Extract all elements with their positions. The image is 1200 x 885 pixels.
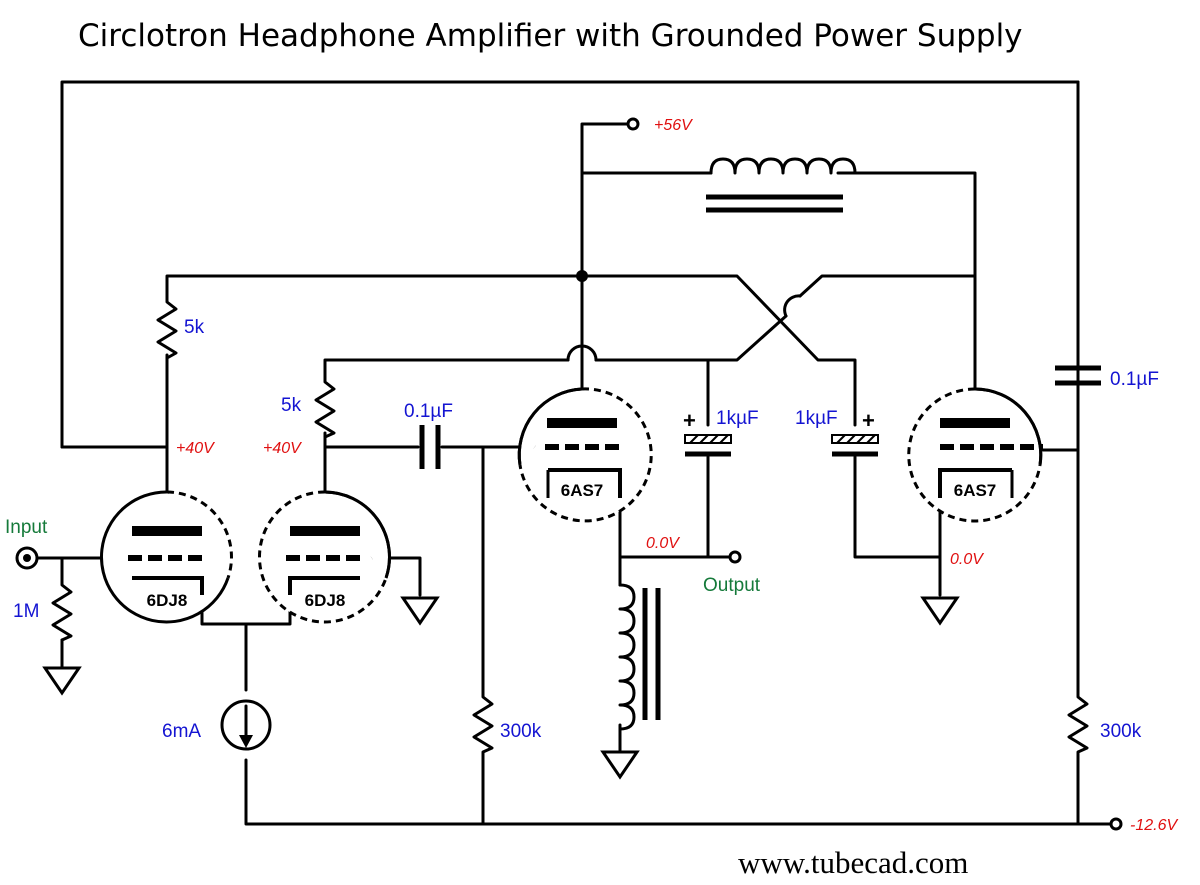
resistor-bias-right xyxy=(1067,688,1089,762)
voltage-plate-left: +40V xyxy=(176,440,215,457)
output-terminal xyxy=(728,550,742,564)
supply-pos-terminal xyxy=(626,117,640,131)
capacitor-right xyxy=(1055,80,1101,452)
current-source xyxy=(220,699,272,751)
label-c-bootstrap-right: 1kµF xyxy=(795,408,838,429)
supply-neg-terminal xyxy=(1109,817,1123,831)
tube-label-6dj8-left: 6DJ8 xyxy=(147,591,188,610)
voltage-cathode-right: 0.0V xyxy=(950,551,984,568)
voltage-plate-right: +40V xyxy=(263,440,302,457)
website-credit: www.tubecad.com xyxy=(738,845,968,880)
tube-6as7-left: 6AS7 xyxy=(517,387,653,523)
tube-6dj8-right: 6DJ8 xyxy=(258,490,391,624)
label-input: Input xyxy=(5,517,48,538)
label-current-source: 6mA xyxy=(162,721,201,742)
label-output: Output xyxy=(703,575,761,596)
voltage-supply-pos: +56V xyxy=(654,117,693,134)
tube-label-6as7-right: 6AS7 xyxy=(954,481,997,500)
resistor-plate-right xyxy=(314,375,336,439)
label-r-plate-left: 5k xyxy=(184,317,205,338)
label-r-bias-left: 300k xyxy=(500,721,542,742)
voltage-supply-neg: -12.6V xyxy=(1130,817,1178,834)
tube-6dj8-left: 6DJ8 xyxy=(100,490,233,624)
tube-label-6dj8-right: 6DJ8 xyxy=(305,591,346,610)
label-c-right: 0.1µF xyxy=(1110,369,1159,390)
junction-dot xyxy=(576,270,588,282)
resistor-bias-left xyxy=(472,688,494,762)
polarity-mark-right: + xyxy=(862,408,875,433)
capacitor-coupling xyxy=(419,425,441,469)
label-c-coupling: 0.1µF xyxy=(404,401,453,422)
label-r-grid: 1M xyxy=(13,601,39,622)
choke-top xyxy=(706,157,857,213)
tube-label-6as7-left: 6AS7 xyxy=(561,481,604,500)
ground-symbols xyxy=(42,596,960,780)
label-r-bias-right: 300k xyxy=(1100,721,1142,742)
input-jack xyxy=(15,546,39,570)
resistor-plate-left xyxy=(156,293,178,360)
label-r-plate-right: 5k xyxy=(281,395,302,416)
choke-output xyxy=(618,583,661,739)
tube-6as7-right: 6AS7 xyxy=(907,387,1043,523)
voltage-cathode-left: 0.0V xyxy=(646,535,680,552)
diagram-title: Circlotron Headphone Amplifier with Grou… xyxy=(78,18,1023,54)
label-c-bootstrap-left: 1kµF xyxy=(716,408,759,429)
resistor-grid xyxy=(51,578,73,642)
capacitor-bootstrap-right: + xyxy=(831,408,879,457)
capacitor-bootstrap-left: + xyxy=(683,408,732,457)
polarity-mark-left: + xyxy=(683,408,696,433)
